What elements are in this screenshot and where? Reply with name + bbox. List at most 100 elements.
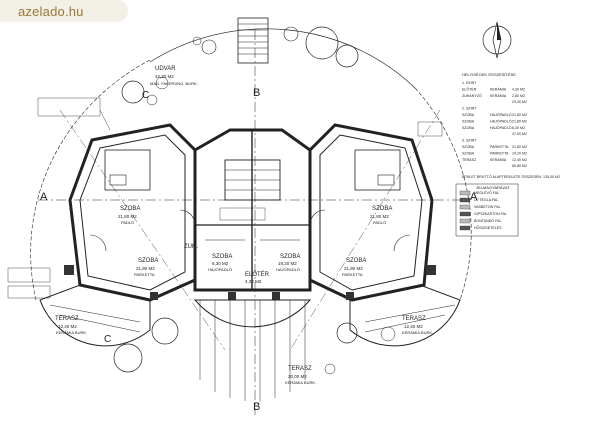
- szoba-ne-name: SZOBA: [372, 206, 392, 212]
- area-table-cell: 21,80 M2: [512, 145, 527, 149]
- terasz-e-floor: KERÁMIA BURK.: [402, 330, 433, 335]
- legend-rows: MEGLÉVŐ FAL ÚJ TÉGLA FAL VASBETON FAL GIPSZ…: [459, 190, 507, 231]
- area-table-cell: ELŐTÉR: [462, 86, 477, 91]
- section-mark-a-left: A: [40, 191, 48, 203]
- area-table-cell: KERÁMIA: [490, 87, 507, 91]
- legend-item-label: GIPSZKARTON FAL: [474, 212, 507, 216]
- legend-swatch: [459, 190, 471, 196]
- area-table-cell: SZOBA: [462, 145, 475, 149]
- section-mark-c-top: C: [142, 90, 149, 101]
- legend-item-label: VASBETON FAL: [474, 205, 501, 209]
- area-table-cell: 12,40 M2: [512, 158, 527, 162]
- area-table-cell: SZOBA: [462, 126, 475, 130]
- legend-item-label: ÚJ TÉGLA FAL: [474, 197, 498, 202]
- area-table-footer: ÉPÜLET BRUTTÓ ALAPTERÜLETE ÖSSZESEN: 135…: [462, 174, 560, 179]
- udvar-floor: MAG. FAKERÜNG. BURK.: [150, 81, 198, 86]
- terraces: [39, 284, 461, 401]
- section-markers: A A B B C C: [40, 87, 478, 413]
- terasz-w-area: 12,40 M2: [58, 324, 77, 329]
- entry-stairs: [237, 17, 269, 64]
- room-labels: UDVAR 42,20 M2 MAG. FAKERÜNG. BURK. SZOB…: [55, 66, 433, 385]
- landscape-trees: [113, 26, 396, 375]
- legend-swatch: [459, 211, 471, 217]
- szoba-cl-name: SZOBA: [212, 254, 232, 260]
- szoba-e-name: SZOBA: [346, 258, 366, 264]
- area-table-cell: PARKETTA: [490, 151, 509, 155]
- area-table-cell: 4,30 M2: [512, 87, 525, 91]
- area-table-cell: 2. SZINT: [462, 107, 477, 111]
- legend-item-label: HŐSZIGETELÉS: [474, 225, 502, 230]
- area-table-cell: SZOBA: [462, 119, 475, 123]
- szoba-nw-name: SZOBA: [120, 206, 140, 212]
- zuhany-name: ZUH.: [184, 244, 198, 250]
- szoba-e-floor: PARKETTA: [342, 272, 363, 277]
- terasz-e-area: 12,40 M2: [404, 324, 423, 329]
- site-geometry: [30, 28, 472, 415]
- area-table-cell: SZOBA: [462, 113, 475, 117]
- eloter-name: ELŐTÉR: [245, 271, 270, 278]
- area-table-cell: 23,40 M2: [512, 100, 527, 104]
- area-table-cell: HAJÓPADLÓ: [490, 118, 512, 123]
- szoba-nw-area: 21,80 M2: [118, 214, 137, 219]
- area-table-cell: 47,00 M2: [512, 132, 527, 136]
- udvar-area: 42,20 M2: [155, 74, 174, 79]
- area-table-cell: 2,80 M2: [512, 94, 525, 98]
- area-table-cell: 3. SZINT: [462, 139, 477, 143]
- szoba-cr-area: 19,20 M2: [278, 261, 297, 266]
- annotation-notes: [7, 97, 443, 299]
- north-arrow-icon: [482, 21, 512, 59]
- szoba-cr-name: SZOBA: [280, 254, 300, 260]
- area-table-cell: KERÁMIA: [490, 94, 507, 98]
- site-watermark-badge: azelado.hu: [0, 0, 128, 22]
- szoba-cr-floor: HAJÓPADLÓ: [276, 267, 300, 272]
- szoba-w-area: 21,80 M2: [136, 266, 155, 271]
- szoba-w-name: SZOBA: [138, 258, 158, 264]
- legend-title: JELMAGYARÁZAT: [476, 185, 510, 190]
- legend-swatch: [459, 225, 471, 231]
- building-walls: [64, 123, 436, 302]
- area-table-cell: 21,80 M2: [512, 119, 527, 123]
- section-mark-c-bottom: C: [104, 334, 111, 345]
- terasz-s-name: TERASZ: [288, 366, 312, 372]
- section-mark-b-bottom: B: [253, 401, 260, 413]
- szoba-cl-area: 6,30 M2: [212, 261, 229, 266]
- szoba-nw-floor: PADLÓ: [121, 220, 134, 225]
- terasz-e-name: TERASZ: [402, 316, 426, 322]
- section-mark-b-top: B: [253, 87, 260, 99]
- area-table-cell: 1. SZINT: [462, 81, 477, 85]
- terasz-w-floor: KERÁMIA BURK.: [56, 330, 87, 335]
- terasz-s-area: 20,00 M2: [288, 374, 307, 379]
- szoba-w-floor: PARKETTA: [134, 272, 155, 277]
- terasz-s-floor: KERÁMIA BURK.: [285, 380, 316, 385]
- szoba-ne-floor: PADLÓ: [373, 220, 386, 225]
- area-table-title: HELYISÉGEK ÖSSZESÍTÉSE: [462, 72, 516, 77]
- area-table-cell: SZOBA: [462, 151, 475, 155]
- szoba-e-area: 21,80 M2: [344, 266, 363, 271]
- area-table-cell: PARKETTA: [490, 145, 509, 149]
- legend-swatch: [459, 218, 471, 224]
- area-table-cell: 60,80 M2: [512, 164, 527, 168]
- area-table-cell: HAJÓPADLÓ: [490, 125, 512, 130]
- area-table-cell: 21,80 M2: [512, 113, 527, 117]
- site-watermark-text: azelado.hu: [18, 3, 84, 19]
- area-table-cell: ZUHANYZÓ: [462, 93, 482, 98]
- legend-swatch: [459, 197, 471, 203]
- legend-swatch: [459, 204, 471, 210]
- legend-box: JELMAGYARÁZAT MEGLÉVŐ FAL ÚJ TÉGLA FAL VAS…: [455, 183, 519, 237]
- udvar-name: UDVAR: [155, 66, 176, 72]
- legend-item-label: MEGLÉVŐ FAL: [474, 190, 499, 195]
- szoba-ne-area: 21,80 M2: [370, 214, 389, 219]
- eloter-area: 4,30 M2: [245, 279, 262, 284]
- legend-item-label: BONTANDÓ FAL: [474, 218, 502, 223]
- area-table-cell: 6,30 M2: [512, 126, 525, 130]
- area-table-cell: 19,20 M2: [512, 151, 527, 155]
- area-table-cell: HAJÓPADLÓ: [490, 112, 512, 117]
- section-mark-a-right: A: [470, 191, 478, 203]
- area-table-cell: KERÁMIA: [490, 158, 507, 162]
- szoba-cl-floor: HAJÓPADLÓ: [208, 267, 232, 272]
- terasz-w-name: TERASZ: [55, 316, 79, 322]
- area-table-cell: TERASZ: [462, 158, 477, 162]
